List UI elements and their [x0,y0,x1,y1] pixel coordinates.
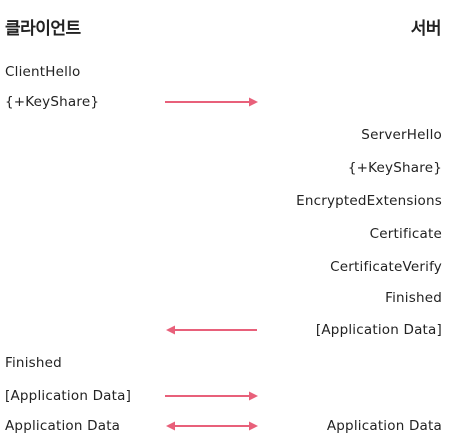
arrow-server-to-client [166,325,257,335]
server-keyshare: {+KeyShare} [347,160,442,176]
client-finished: Finished [5,355,62,371]
server-app-data-1: [Application Data] [315,322,442,338]
certificate: Certificate [369,226,442,242]
server-app-data-2: Application Data [326,418,442,434]
client-app-data-2: Application Data [5,418,121,434]
encrypted-extensions: EncryptedExtensions [296,193,442,209]
arrow-client-to-server-2 [165,391,258,401]
server-header: 서버 [410,19,442,39]
client-header: 클라이언트 [5,19,81,39]
server-finished: Finished [385,290,442,306]
arrow-bidirectional [166,421,258,431]
client-app-data-1: [Application Data] [5,388,132,404]
client-hello: ClientHello [5,64,81,80]
server-hello: ServerHello [361,127,442,143]
arrow-client-to-server-1 [165,97,258,107]
certificate-verify: CertificateVerify [330,259,442,275]
client-keyshare: {+KeyShare} [5,94,100,110]
